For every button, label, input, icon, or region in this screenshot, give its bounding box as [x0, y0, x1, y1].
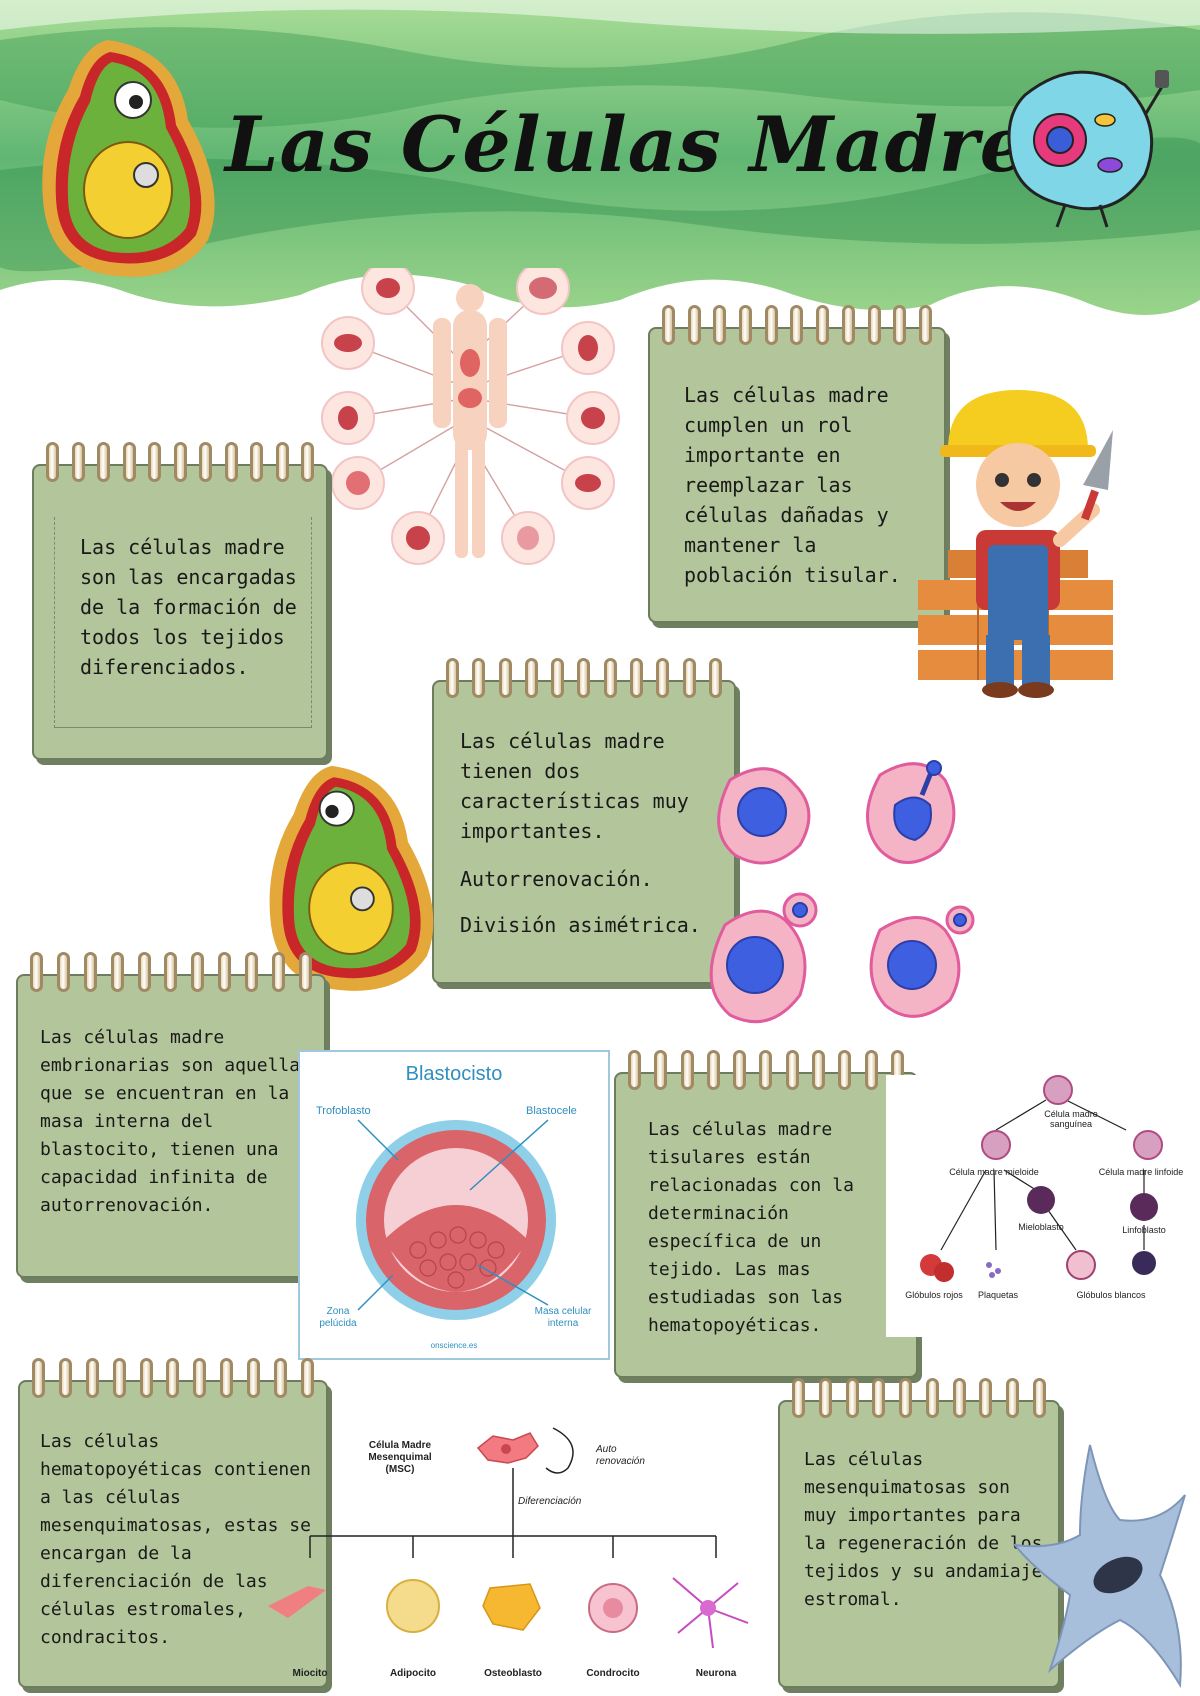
label-myocyte: Miocito: [293, 1668, 328, 1679]
note-paper: [432, 680, 736, 984]
label-zona-1: Zona: [327, 1306, 350, 1317]
watercolor-banner: [0, 0, 1200, 315]
spiral-binding: [30, 952, 312, 1002]
note-card-embryonic: Las células madre embrionarias son aquel…: [16, 952, 326, 1278]
msc-label-3: (MSC): [386, 1464, 415, 1475]
label-myeloid: Célula madre mieloide: [949, 1167, 1039, 1177]
note-lines: [54, 517, 312, 728]
characteristics-intro: Las células madre tienen dos característ…: [460, 729, 689, 843]
spiral-binding: [792, 1378, 1046, 1428]
label-blood-stem-2: sanguínea: [1050, 1119, 1092, 1129]
note-paper: [18, 1380, 328, 1688]
spiral-binding: [32, 1358, 314, 1408]
spiral-binding: [628, 1050, 904, 1100]
construction-worker-illustration: [918, 390, 1113, 698]
label-masa-2: interna: [548, 1318, 579, 1329]
label-red-cells: Glóbulos rojos: [905, 1290, 963, 1300]
label-lymphoblast: Linfoblasto: [1122, 1225, 1166, 1235]
characteristic-self-renewal: Autorrenovación.: [460, 867, 653, 891]
note-card-stem-cell-function: Las células madre son las encargadas de …: [32, 442, 328, 760]
label-trophoblast: Trofoblasto: [316, 1105, 371, 1117]
spiral-binding: [662, 305, 932, 355]
note-card-hematopoietic: Las células hematopoyéticas contienen a …: [18, 1358, 328, 1688]
auto-label-1: Auto: [595, 1444, 617, 1455]
label-masa-1: Masa celular: [535, 1306, 592, 1317]
label-white-cells: Glóbulos blancos: [1076, 1290, 1146, 1300]
label-zona-2: pelúcida: [319, 1318, 357, 1329]
label-lymphoid: Célula madre linfoide: [1099, 1167, 1184, 1177]
blastocyst-diagram: Blastocisto Trofoblasto Blastocele Zona …: [298, 1050, 610, 1360]
label-blastocoel: Blastocele: [526, 1105, 577, 1117]
spiral-binding: [46, 442, 314, 492]
note-paper: [32, 464, 328, 760]
note-card-stem-cell-role: Las células madre cumplen un rol importa…: [648, 305, 946, 623]
label-osteoblast: Osteoblasto: [484, 1668, 542, 1679]
source-label: onscience.es: [431, 1341, 478, 1350]
label-neuron: Neurona: [696, 1668, 737, 1679]
msc-label-1: Célula Madre: [369, 1440, 432, 1451]
auto-label-2: renovación: [596, 1456, 645, 1467]
animal-cell-character: [1007, 70, 1169, 228]
note-text: Las células madre tisulares están relaci…: [648, 1119, 854, 1336]
label-chondrocyte: Condrocito: [586, 1668, 639, 1679]
characteristic-asymmetric-division: División asimétrica.: [460, 913, 701, 937]
cartoon-cell-character: [42, 40, 215, 277]
cartoon-cell-character-2: [269, 765, 434, 991]
msc-label-2: Mesenquimal: [368, 1452, 432, 1463]
note-card-characteristics: Las células madre tienen dos característ…: [432, 658, 736, 984]
diff-label: Diferenciación: [518, 1496, 582, 1507]
note-card-tissue: Las células madre tisulares están relaci…: [614, 1050, 918, 1378]
note-text: Las células madre son las encargadas de …: [80, 535, 297, 679]
hematopoiesis-diagram: Célula madre sanguínea Célula madre miel…: [886, 1075, 1186, 1337]
blastocyst-title: Blastocisto: [406, 1063, 503, 1085]
note-text: Las células madre embrionarias son aquel…: [40, 1027, 311, 1216]
label-myeloblast: Mieloblasto: [1018, 1222, 1064, 1232]
label-platelets: Plaquetas: [978, 1290, 1019, 1300]
label-adipocyte: Adipocito: [390, 1668, 436, 1679]
label-blood-stem-1: Célula madre: [1044, 1109, 1098, 1119]
spiral-binding: [446, 658, 722, 708]
asymmetric-division-cells: [709, 760, 975, 1024]
body-organs-illustration: [321, 268, 620, 565]
msc-differentiation-diagram: Célula Madre Mesenquimal (MSC) Auto reno…: [268, 1427, 749, 1679]
note-text: Las células hematopoyéticas contienen a …: [40, 1431, 311, 1648]
mesenchymal-cell-illustration: [1012, 1444, 1186, 1689]
page-title: Las Células Madre: [225, 100, 1030, 189]
note-text: Las células mesenquimatosas son muy impo…: [804, 1449, 1043, 1610]
note-text: Las células madre cumplen un rol importa…: [684, 383, 901, 587]
note-text: Las células madre tienen dos característ…: [460, 726, 728, 940]
note-paper: [16, 974, 326, 1278]
